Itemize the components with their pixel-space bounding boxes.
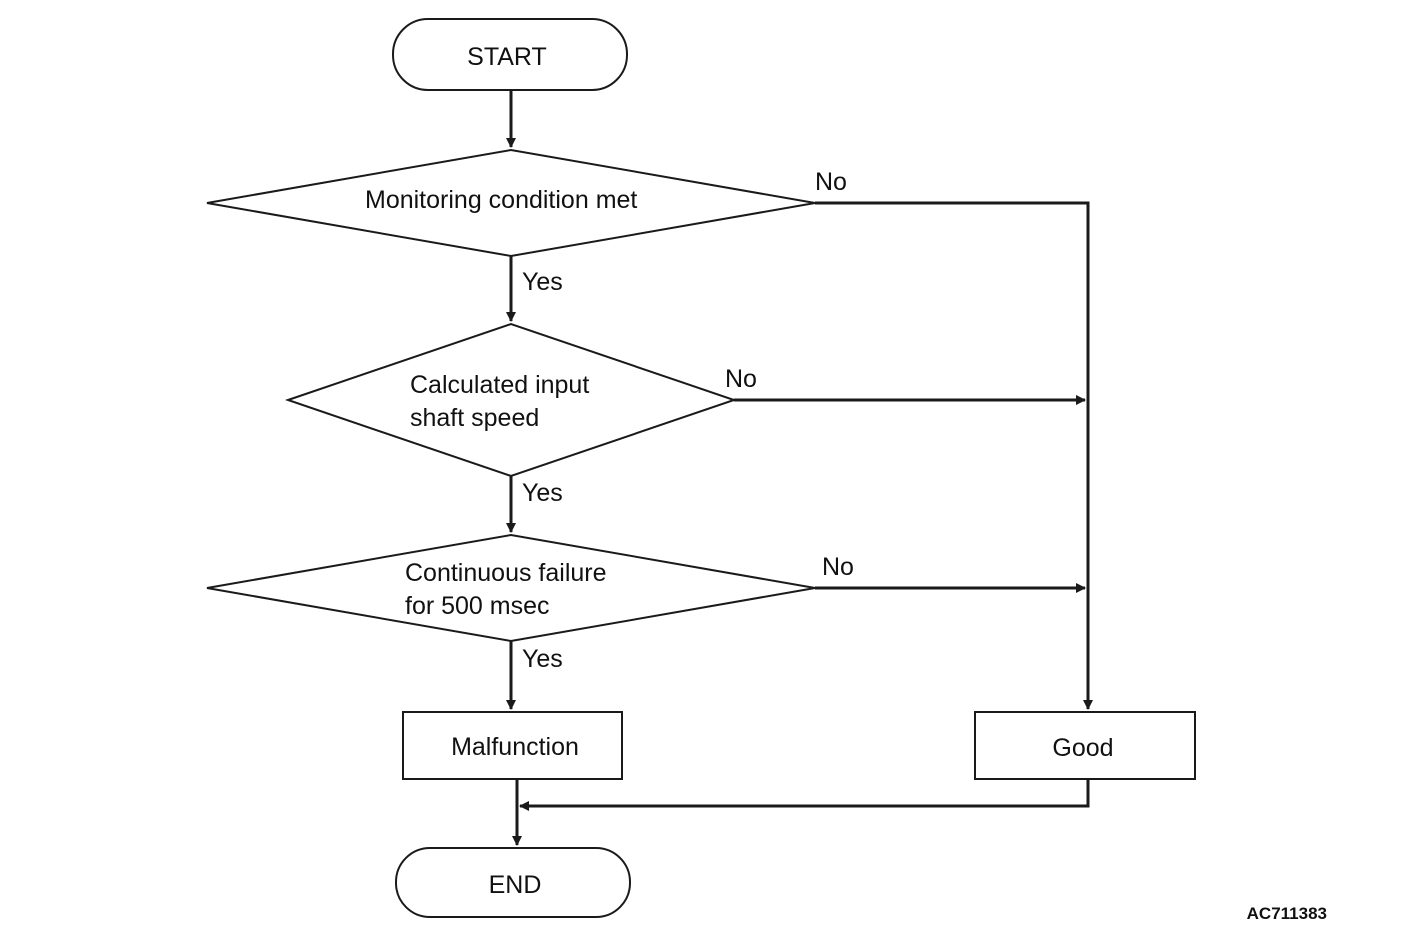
decision-2-label-line-1: Calculated input — [410, 371, 589, 399]
decision-1-label: Monitoring condition met — [365, 186, 637, 214]
arrow-decision-1-no — [815, 201, 1093, 710]
decision-3-no-label: No — [822, 553, 854, 581]
malfunction-box — [402, 711, 623, 780]
decision-1-no-label: No — [815, 168, 847, 196]
decision-continuous-failure — [206, 533, 816, 643]
end-label: END — [489, 871, 542, 899]
figure-code: AC711383 — [1247, 904, 1327, 923]
start-label: START — [467, 43, 547, 71]
decision-2-no-label: No — [725, 365, 757, 393]
decision-input-shaft-speed — [284, 322, 738, 478]
decision-2-yes-label: Yes — [522, 479, 563, 507]
decision-1-yes-label: Yes — [522, 268, 563, 296]
end-terminal — [395, 847, 631, 918]
malfunction-label: Malfunction — [451, 733, 579, 761]
decision-3-label-line-2: for 500 msec — [405, 592, 550, 620]
arrow-good-to-merge — [519, 779, 1090, 811]
good-box — [974, 711, 1196, 780]
good-label: Good — [1052, 734, 1113, 762]
decision-2-label-line-2: shaft speed — [410, 404, 539, 432]
decision-3-label-line-1: Continuous failure — [405, 559, 607, 587]
decision-3-yes-label: Yes — [522, 645, 563, 673]
